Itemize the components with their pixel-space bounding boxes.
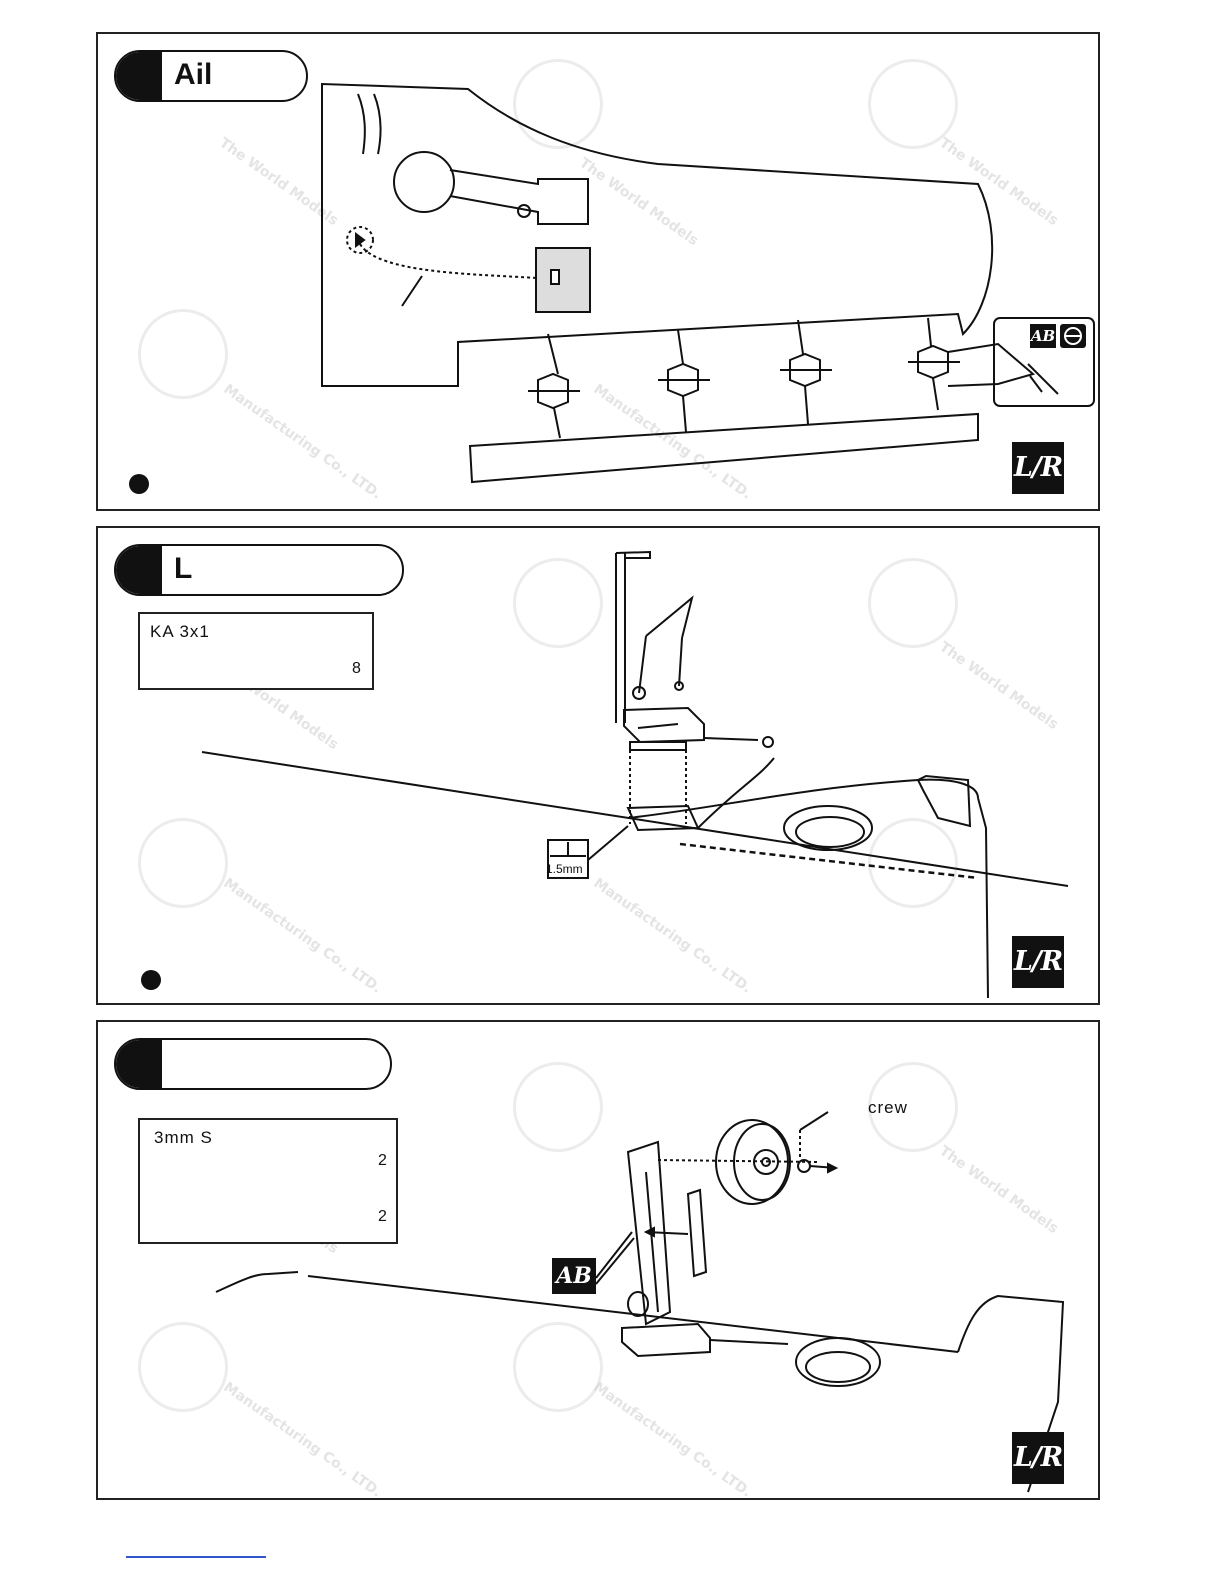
wheel-pant — [686, 1188, 708, 1278]
title-cap — [116, 546, 162, 594]
step-title: L — [174, 552, 193, 585]
aileron-assembly-drawing — [321, 82, 1095, 484]
glue-ab-badge: AB — [552, 1258, 596, 1294]
wheel — [715, 1119, 789, 1205]
title-cap — [116, 52, 162, 100]
part-quantity: 2 — [378, 1152, 387, 1169]
watermark-seal — [868, 558, 958, 648]
left-right-badge: L/R — [1012, 1432, 1064, 1484]
glue-ab-badge: AB — [1030, 324, 1056, 348]
gear-strut — [626, 1140, 672, 1326]
left-right-badge: L/R — [1012, 936, 1064, 988]
gear-strut — [615, 553, 626, 723]
step-panel-landing-gear-mount: The World Models The World Models Manufa… — [96, 526, 1100, 1005]
gear-mount-block — [623, 706, 705, 744]
watermark-seal — [868, 1062, 958, 1152]
watermark-seal — [513, 1322, 603, 1412]
title-cap — [116, 1040, 162, 1088]
drill-size-label: 1.5mm — [546, 862, 583, 876]
watermark-seal — [138, 818, 228, 908]
hinge — [535, 247, 591, 313]
aileron — [468, 412, 979, 484]
step-title: Ail — [174, 58, 213, 91]
watermark-seal — [868, 59, 958, 149]
gear-mount-drawing — [151, 550, 1069, 999]
wheel-well — [783, 805, 873, 851]
parts-box: 3mm S 2 2 — [138, 1118, 398, 1244]
hinge-markers — [528, 317, 960, 439]
parts-box: KA 3x1 8 — [138, 612, 374, 690]
wing-surface-line — [201, 751, 1069, 887]
wheel-well — [795, 1337, 881, 1387]
part-label: KA 3x1 — [150, 622, 210, 641]
servo-hole — [393, 151, 455, 213]
step-panel-wheel: The World Models The World Models Manufa… — [96, 1020, 1100, 1500]
part-quantity: 8 — [352, 660, 361, 677]
watermark-seal — [513, 558, 603, 648]
step-title-pill — [114, 1038, 392, 1090]
part-quantity: 2 — [378, 1208, 387, 1225]
watermark-seal — [513, 1062, 603, 1152]
step-panel-aileron: The World Models The World Models The Wo… — [96, 32, 1100, 511]
callout-label: crew — [868, 1098, 908, 1117]
watermark-seal — [513, 59, 603, 149]
part-label: 3mm S — [154, 1128, 213, 1147]
glue-callout-box — [993, 317, 1095, 407]
footer-link-underline[interactable] — [126, 1556, 266, 1558]
left-right-badge: L/R — [1012, 442, 1064, 494]
watermark-seal — [138, 309, 228, 399]
step-title-pill: L — [114, 544, 404, 596]
wing-outline — [321, 82, 994, 387]
step-bullet — [141, 970, 161, 990]
epoxy-icon — [1060, 324, 1086, 348]
wheel-assembly-drawing — [149, 1111, 1065, 1493]
watermark-seal — [868, 818, 958, 908]
step-bullet — [129, 474, 149, 494]
step-title-pill: Ail — [114, 50, 308, 102]
watermark-seal — [138, 1322, 228, 1412]
